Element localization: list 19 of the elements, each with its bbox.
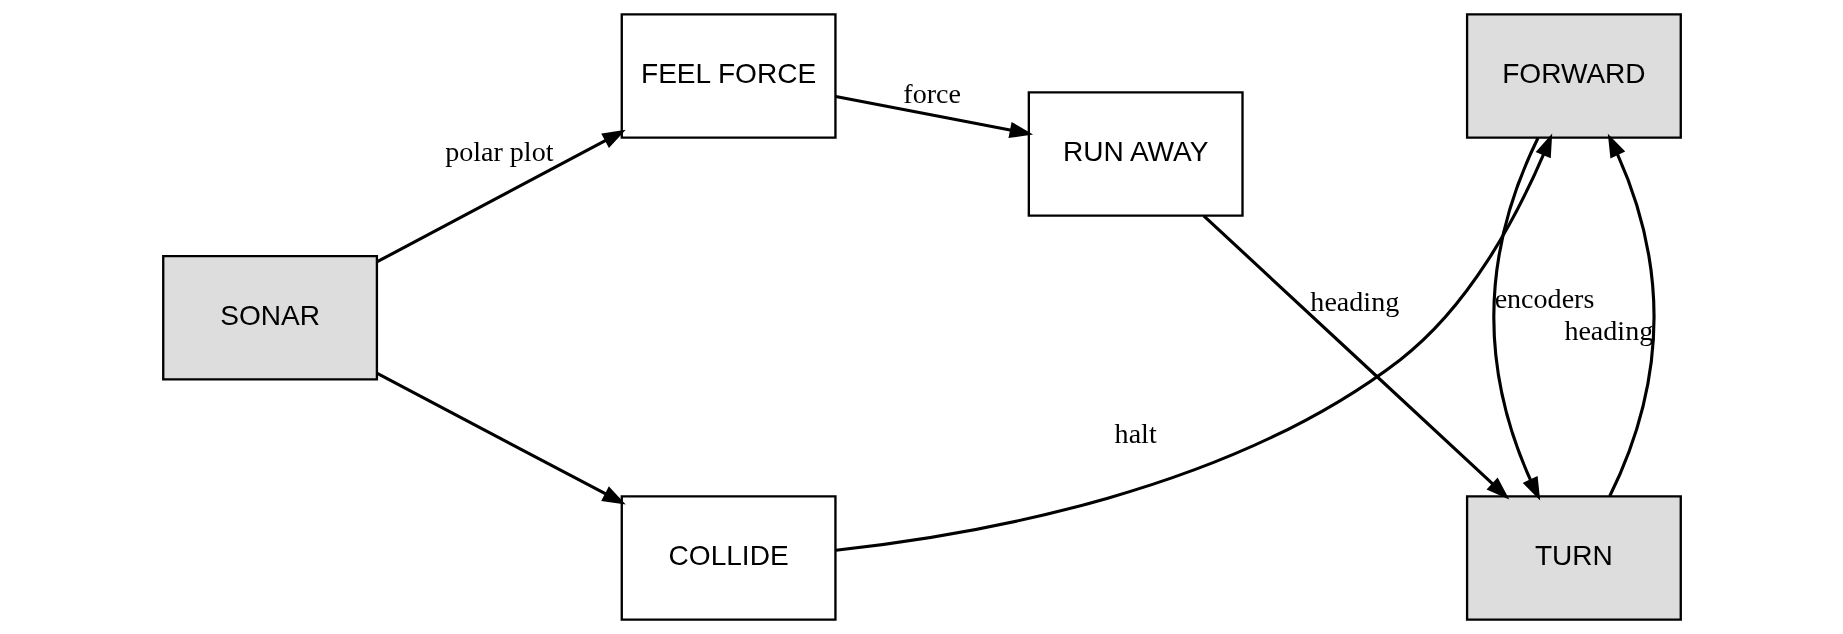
edge-label: force [902,78,961,110]
arrow [835,133,1552,552]
edge-label: heading [1309,285,1399,317]
arrow [376,129,626,264]
edge-label: heading [1563,314,1653,346]
node-box: COLLIDE [620,495,837,621]
node-box: FEEL FORCE [620,13,837,139]
arrow [834,94,1033,139]
edge-label: halt [1114,418,1157,450]
node-box: RUN AWAY [1027,91,1244,217]
arrow [1491,137,1540,501]
arrow [1202,214,1509,500]
arrow [376,372,626,505]
node-box: TURN [1465,495,1682,621]
node-box: SONAR [161,255,378,381]
node-box: FORWARD [1465,13,1682,139]
arrow [1607,133,1655,497]
edge-label: polar plot [444,135,554,167]
edge-label: encoders [1494,283,1594,315]
